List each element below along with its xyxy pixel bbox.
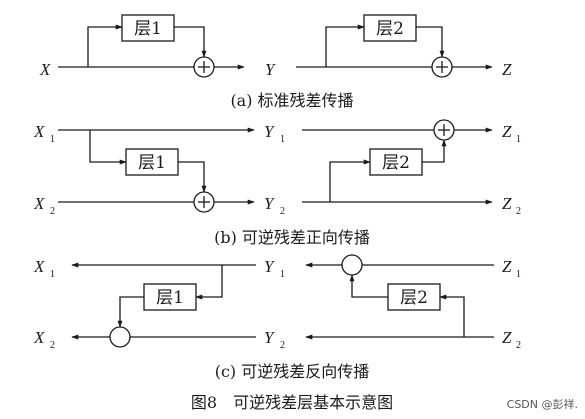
layer1-box	[125, 148, 179, 176]
label-y2: Y	[264, 194, 275, 213]
layer2-label: 层2	[382, 153, 410, 173]
label-y2-sub: 2	[280, 206, 285, 217]
label-y1-sub: 1	[280, 134, 285, 145]
layer2-box	[363, 14, 417, 42]
label-y2: Y	[264, 328, 275, 347]
label-y: Y	[265, 60, 276, 79]
y1-branch-line	[195, 265, 223, 300]
diagram-b-reversible-forward: X 1 层1 Y 1 X 2 Y 2 Z 1 层2 Z 2 (b) 可逆残差正向…	[33, 119, 521, 247]
layer2-out-arrow	[416, 26, 445, 58]
z2-branch-line	[439, 294, 465, 337]
layer1-out-arrow	[117, 296, 144, 328]
diagram-a-standard-residual: X 层1 Y 层2 Z (a) 标准残差传播	[39, 14, 512, 110]
label-y1-sub: 1	[280, 269, 285, 280]
label-x: X	[39, 60, 51, 79]
caption-a: (a) 标准残差传播	[230, 91, 353, 110]
label-z2: Z	[502, 194, 512, 213]
label-x2: X	[33, 194, 45, 213]
label-x2-sub: 2	[50, 340, 55, 351]
layer1-out-arrow	[174, 26, 207, 58]
layer2-label: 层2	[400, 288, 428, 308]
skip-branch-line	[325, 24, 365, 67]
label-y2-sub: 2	[280, 340, 285, 351]
label-x1: X	[33, 122, 45, 141]
layer1-out-arrow	[178, 161, 207, 193]
label-z1-sub: 1	[516, 269, 521, 280]
label-y1: Y	[264, 257, 275, 276]
layer1-box	[121, 14, 175, 42]
layer1-box	[143, 283, 197, 311]
caption-b: (b) 可逆残差正向传播	[214, 228, 370, 247]
label-z1: Z	[502, 257, 512, 276]
label-z1-sub: 1	[516, 134, 521, 145]
label-x1-sub: 1	[50, 134, 55, 145]
layer1-label: 层1	[138, 153, 166, 173]
label-x2-sub: 2	[50, 206, 55, 217]
label-z2-sub: 2	[516, 340, 521, 351]
layer2-label: 层2	[376, 19, 404, 39]
label-x1: X	[33, 257, 45, 276]
x1-branch-line	[89, 130, 127, 165]
layer2-out-arrow	[349, 274, 388, 298]
watermark: CSDN @彭祥.	[507, 397, 578, 411]
diagram-c-reversible-backward: X 1 层1 Y 1 X 2 Y 2 Z 1 层2 Z 2 (c) 可逆残差反向…	[33, 254, 521, 381]
subtract-node	[341, 254, 363, 276]
label-z: Z	[502, 60, 512, 79]
label-z2: Z	[502, 328, 512, 347]
label-x2: X	[33, 328, 45, 347]
figure-title: 图8 可逆残差层基本示意图	[191, 393, 393, 412]
y2-branch-line	[329, 159, 371, 202]
layer1-label: 层1	[156, 288, 184, 308]
label-x1-sub: 1	[50, 269, 55, 280]
skip-branch-line	[87, 24, 123, 67]
label-z2-sub: 2	[516, 206, 521, 217]
label-z1: Z	[502, 122, 512, 141]
layer2-box	[387, 283, 441, 311]
caption-c: (c) 可逆残差反向传播	[215, 362, 370, 381]
layer2-out-arrow	[422, 139, 447, 163]
label-y1: Y	[264, 122, 275, 141]
subtract-node	[109, 326, 131, 348]
layer2-box	[369, 148, 423, 176]
layer1-label: 层1	[134, 19, 162, 39]
